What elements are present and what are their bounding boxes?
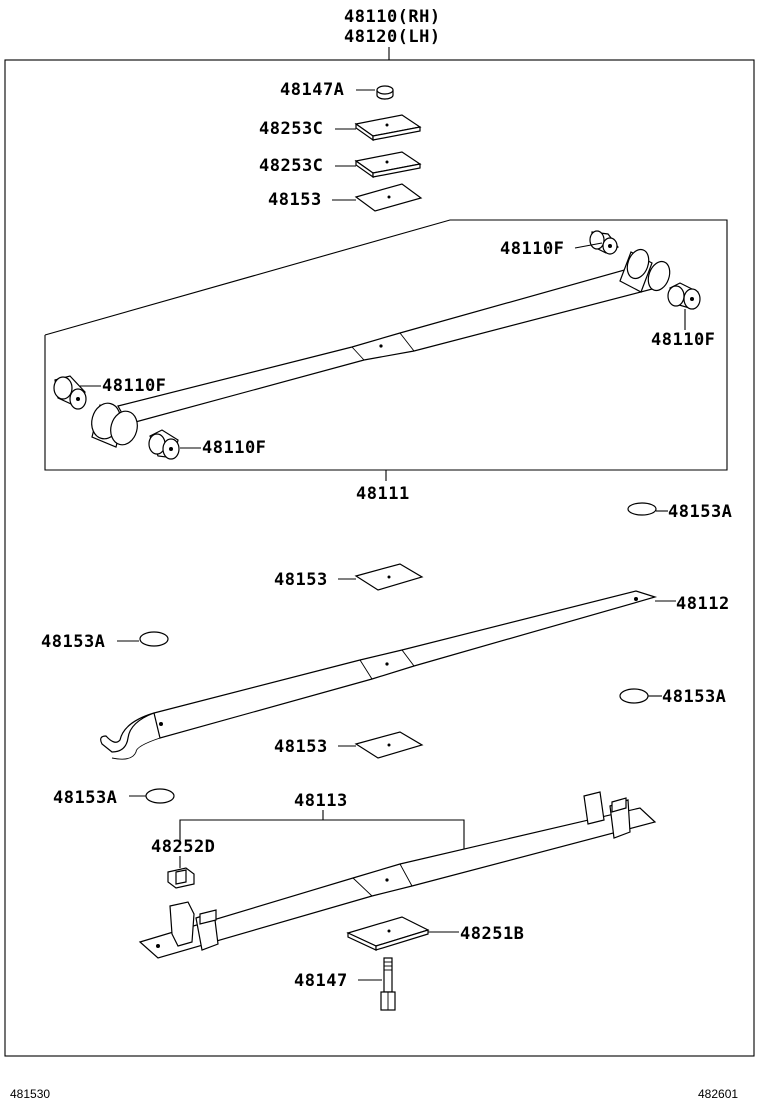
spring-bumper-48147A: [376, 85, 394, 100]
outer-frame: [4, 59, 755, 1057]
bushing-48110F-top-right: [589, 230, 619, 255]
label-48110F-top-right: 48110F: [500, 239, 564, 259]
label-48251B: 48251B: [460, 924, 524, 944]
label-48153-mid-2: 48153: [274, 737, 328, 757]
silencer-48153A-right-1: [627, 502, 657, 516]
label-48110F-left: 48110F: [102, 376, 166, 396]
third-leaf-48113: [138, 791, 657, 959]
label-48153-mid-1: 48153: [274, 570, 328, 590]
label-48253C-1: 48253C: [259, 119, 323, 139]
label-48153A-left-1: 48153A: [41, 632, 105, 652]
label-48147: 48147: [294, 971, 348, 991]
spacer-plate-48253C-2: [354, 151, 422, 179]
silencer-48153A-left-2: [145, 788, 175, 804]
clip-48252D: [167, 867, 195, 889]
main-leaf-48111: [91, 248, 671, 448]
label-48253C-2: 48253C: [259, 156, 323, 176]
bushing-48110F-left: [53, 375, 87, 410]
spacer-48251B: [346, 916, 430, 951]
label-48147A: 48147A: [280, 80, 344, 100]
bushing-48110F-bottom-left: [148, 429, 180, 460]
label-48153A-right-2: 48153A: [662, 687, 726, 707]
label-48153A-right-1: 48153A: [668, 502, 732, 522]
second-leaf-48112: [100, 590, 658, 760]
leader-48110F-top-right: [574, 242, 603, 249]
label-48112: 48112: [676, 594, 730, 614]
label-48110F-right: 48110F: [651, 330, 715, 350]
leaf-assembly-box: [44, 219, 728, 471]
spacer-plate-48253C-1: [354, 114, 422, 142]
silencer-48153A-left-1: [139, 631, 169, 647]
bushing-48110F-right: [667, 282, 701, 310]
label-48252D: 48252D: [151, 837, 215, 857]
insert-plate-48153-mid-2: [354, 731, 424, 759]
label-48153A-left-2: 48153A: [53, 788, 117, 808]
label-48111: 48111: [356, 484, 410, 504]
footer-code-right: 482601: [698, 1087, 738, 1101]
label-48113: 48113: [294, 791, 348, 811]
assembly-label-lh: 48120(LH): [344, 27, 441, 47]
silencer-48153A-right-2: [619, 688, 649, 704]
leader-48113: [179, 819, 465, 853]
insert-plate-48153-top: [354, 183, 423, 212]
insert-plate-48153-mid-1: [354, 563, 424, 591]
center-bolt-48147: [380, 957, 396, 1011]
footer-code-left: 481530: [10, 1087, 50, 1101]
label-48110F-bottom-left: 48110F: [202, 438, 266, 458]
assembly-label-rh: 48110(RH): [344, 7, 441, 27]
label-48153-top: 48153: [268, 190, 322, 210]
